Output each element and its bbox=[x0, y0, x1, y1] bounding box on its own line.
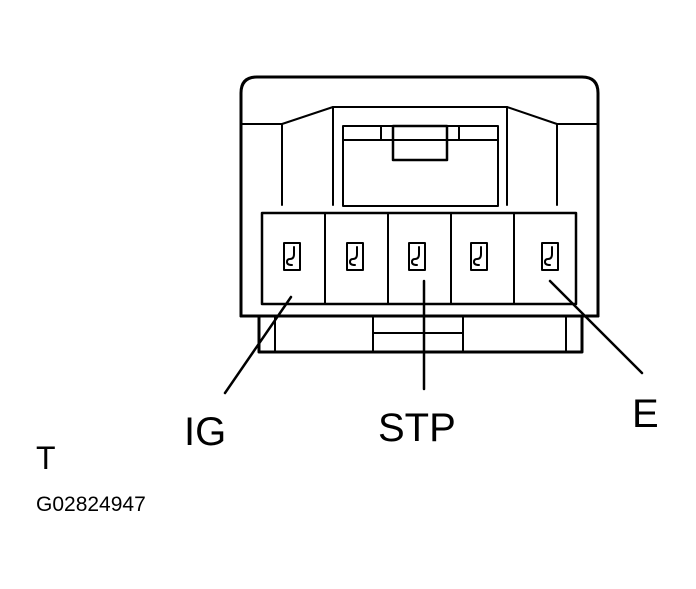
terminal-pin-2 bbox=[346, 242, 364, 271]
pin-label-e: E bbox=[632, 392, 659, 436]
lock-latch-outer bbox=[342, 125, 499, 207]
view-label: T bbox=[36, 440, 56, 476]
terminal-pin-3 bbox=[408, 242, 426, 271]
figure-code: G02824947 bbox=[36, 493, 146, 516]
terminal-pin-5 bbox=[541, 242, 559, 271]
lock-tab bbox=[391, 124, 449, 162]
terminal-pin-4 bbox=[470, 242, 488, 271]
pin-label-ig: IG bbox=[184, 410, 227, 454]
latch-wall-left bbox=[281, 106, 334, 206]
connector-housing bbox=[239, 75, 600, 318]
latch-wall-right bbox=[506, 106, 558, 206]
leader-line-e bbox=[548, 279, 644, 375]
terminal-pin-1 bbox=[283, 242, 301, 271]
terminal-block bbox=[260, 211, 578, 306]
pin-label-stp: STP bbox=[378, 406, 456, 450]
leader-line-ig bbox=[223, 295, 293, 395]
